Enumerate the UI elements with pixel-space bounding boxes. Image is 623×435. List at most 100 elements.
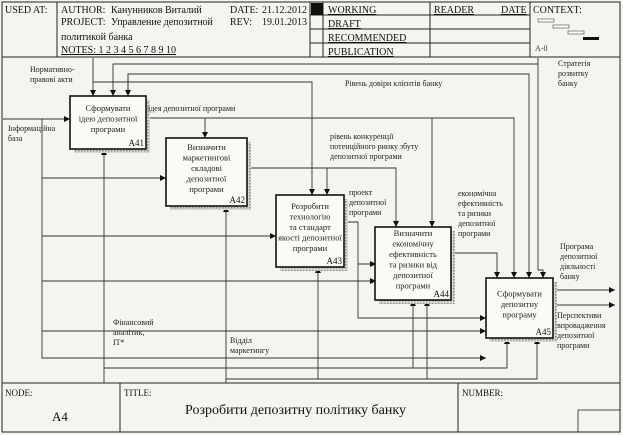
arrow-strategy-to-a45[interactable] [537,64,546,278]
reader-label: READER [434,5,474,16]
arrow-label-line: рівень конкуренції [330,132,394,141]
arrow-label-line: Програма [560,242,594,251]
box-label-line: та ризики від [389,260,438,270]
author-value: Канунников Виталий [111,5,202,16]
arrow-label-line: Відділ [230,336,252,345]
context-map-icon [537,18,599,40]
arrow-label-line: програми [557,341,590,350]
arrow-information-base-to-a45[interactable] [41,119,486,361]
arrow-normative-acts-to-a43[interactable] [93,81,315,195]
box-frame [374,226,452,301]
arrow-label-line: програми [458,229,491,238]
box-frame [165,137,248,207]
box-frame [485,277,554,339]
arrow-label-line: ідея депозитної програми [148,104,236,113]
arrow-label-line: впровадження [557,321,606,330]
footer-block: NODE: A4 TITLE: Розробити депозитну полі… [2,382,621,433]
arrow-label-line: правові акти [30,75,73,84]
box-label-line: складові [191,163,223,173]
arrow-label-implementation-prospects: Перспектививпровадженнядепозитноїпрограм… [557,311,606,350]
box-id: A42 [230,195,246,205]
box-label-line: програми [396,281,431,291]
context-label: CONTEXT: [533,5,582,16]
box-frame [69,95,147,150]
arrow-competition-level[interactable] [247,167,399,227]
arrow-economic-efficiency[interactable] [451,252,500,278]
title-label: TITLE: [124,388,152,398]
box-label-line: ідею депозитної [79,113,138,123]
box-label-line: депозитної [393,270,433,280]
arrow-label-line: IT* [113,338,125,347]
arrow-label-line: банку [558,79,578,88]
date-value: 21.12.2012 [262,5,307,16]
arrow-program-idea[interactable] [146,117,517,278]
reader-date-label: DATE [501,5,527,16]
status-draft[interactable]: DRAFT [328,19,361,30]
box-label-line: Сформувати [497,288,542,298]
arrow-marketing-to-a45[interactable] [226,338,540,380]
box-label-line: та стандарт [289,222,331,232]
arrow-program-project[interactable] [344,221,486,321]
box-label-line: технологію [289,211,331,221]
arrow-financial-analyst-to-a45[interactable] [104,338,510,369]
arrow-label-line: депозитної програми [330,152,403,161]
arrow-strategy-to-a41[interactable] [110,58,539,96]
node-value: A4 [52,409,68,424]
box-id: A44 [434,289,450,299]
date-label: DATE: [230,5,258,16]
rev-label: REV: [230,17,252,28]
arrow-label-line: Інформаційна [8,124,56,133]
arrow-label-line: аналітик, [113,328,144,337]
header-block: USED AT: AUTHOR: Канунников Виталий DATE… [2,2,620,58]
arrow-label-line: розвитку [558,69,589,78]
context-node: A-0 [535,44,547,53]
arrow-label-line: та ризики [458,209,492,218]
arrow-label-line: Стратегія [558,59,591,68]
notes-list[interactable]: NOTES: 1 2 3 4 5 6 7 8 9 10 [61,45,176,56]
box-frame [275,194,345,268]
arrow-label-line: діяльності [560,262,596,271]
author-label: AUTHOR: [61,5,105,16]
status-working[interactable]: WORKING [328,5,376,16]
status-publication[interactable]: PUBLICATION [328,47,394,58]
arrow-label-line: Рівень довіри клієнтів банку [345,79,442,88]
box-label-line: маркетингові [183,152,231,162]
arrow-label-line: маркетингу [230,346,269,355]
working-status-marker [311,3,323,15]
box-label-line: ефективність [389,249,437,259]
project-label: PROJECT: [61,17,106,28]
arrow-label-line: Перспективи [557,311,602,320]
box-label-line: Визначити [187,142,226,152]
box-id: A45 [536,327,552,337]
box-label-line: якості депозитної [278,232,342,242]
arrow-label-line: депозитної [458,219,496,228]
arrow-label-line: ефективність [458,199,503,208]
arrows [3,58,615,383]
box-label-line: економічну [392,239,434,249]
arrow-label-program-idea: ідея депозитної програми [148,104,236,113]
arrow-label-line: економічна [458,189,497,198]
arrow-label-line: потенційного ринку збуту [330,142,418,151]
number-label: NUMBER: [462,388,503,398]
project-value-line1: Управление депозитной [111,17,214,28]
box-label-line: Визначити [394,228,433,238]
arrow-label-client-trust: Рівень довіри клієнтів банку [345,79,442,88]
box-label-line: програми [293,243,328,253]
activity-box-a42[interactable]: Визначитимаркетинговіскладовідепозитноїп… [165,137,251,210]
arrow-label-line: програми [349,208,382,217]
status-recommended[interactable]: RECOMMENDED [328,33,406,44]
node-label: NODE: [5,388,33,398]
box-label-line: депозитну [501,299,539,309]
arrow-label-line: проект [349,188,373,197]
